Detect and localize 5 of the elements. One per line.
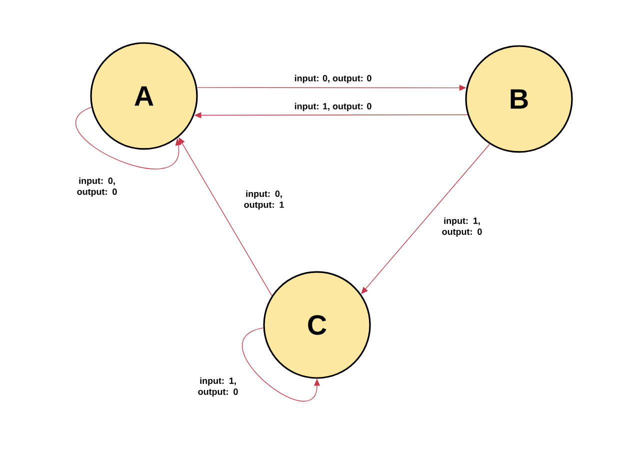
edge-label: input: 0, output: 1 bbox=[234, 189, 294, 211]
edge-label: input: 1, output: 0 bbox=[188, 376, 248, 398]
arrow bbox=[75, 106, 182, 170]
edge-label: input: 0, output: 0 bbox=[67, 176, 127, 198]
edge-label: input: 1, output: 0 bbox=[432, 216, 492, 238]
